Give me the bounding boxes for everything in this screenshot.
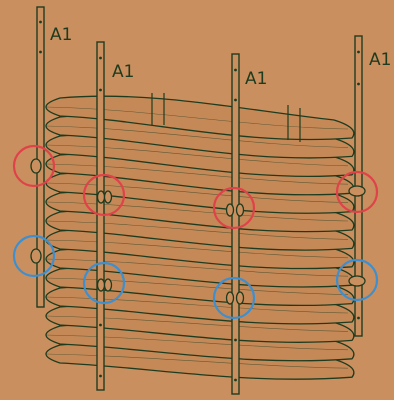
- part-label-pole-2: A1: [112, 62, 134, 82]
- highlight-lower-2: [82, 261, 126, 305]
- bolt-lower-1: [30, 248, 42, 264]
- bolt-upper-2a: [96, 190, 106, 204]
- highlight-upper-4: [335, 170, 379, 214]
- part-label-pole-3: A1: [245, 69, 267, 89]
- bolt-upper-3b: [235, 203, 245, 217]
- wall-rib-ridge: [45, 163, 349, 185]
- bolt-lower-3b: [235, 291, 245, 305]
- wall-rib-ridge: [45, 277, 349, 295]
- wall-rib-ridge: [45, 296, 349, 314]
- pole-bolt-holes: [39, 20, 360, 382]
- bolt-lower-4: [348, 275, 366, 287]
- bolts: [30, 158, 366, 305]
- wall-rib-ridge: [45, 353, 349, 369]
- bolt-lower-2a: [96, 278, 106, 292]
- wall-rib-ridge: [45, 144, 349, 167]
- wall-rib-ridge: [45, 258, 349, 277]
- wall-rib-ridge: [45, 220, 349, 240]
- highlight-upper-2: [82, 173, 126, 217]
- highlight-upper-1: [12, 144, 56, 188]
- wall-rib-ridge: [45, 239, 349, 259]
- support-pole-3: [231, 53, 240, 395]
- part-label-pole-4: A1: [369, 50, 391, 70]
- bolt-upper-2b: [103, 190, 113, 204]
- support-pole-1: [36, 6, 45, 308]
- wall-rib-ridge: [45, 125, 349, 148]
- bolt-lower-3a: [225, 291, 235, 305]
- bolt-upper-1: [30, 158, 42, 174]
- highlight-lower-4: [335, 258, 379, 302]
- bolt-upper-4: [348, 185, 366, 197]
- highlight-circles-upper: [12, 144, 379, 230]
- highlight-upper-3: [212, 186, 256, 230]
- highlight-lower-3: [212, 276, 256, 320]
- rim-panel-seams: [151, 93, 301, 142]
- highlight-circles-lower: [12, 234, 379, 320]
- wall-rib-ridge: [45, 106, 349, 130]
- wall-rib-ridge: [45, 315, 349, 332]
- bolt-lower-2b: [103, 278, 113, 292]
- wall-rib: [45, 95, 355, 141]
- bolt-upper-3a: [225, 203, 235, 217]
- part-label-pole-1: A1: [50, 25, 72, 45]
- raised-bed-wall: [45, 95, 355, 380]
- highlight-lower-1: [12, 234, 56, 278]
- wall-rib-ridge: [45, 334, 349, 351]
